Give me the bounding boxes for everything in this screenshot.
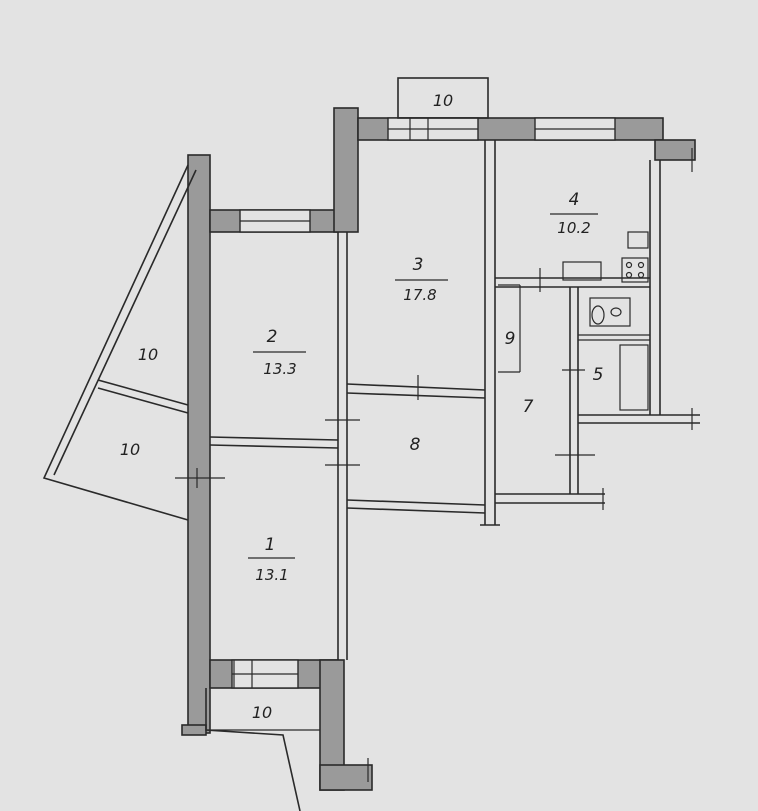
- room-2-area: 13.3: [263, 360, 296, 378]
- balconies: [42, 77, 489, 811]
- balcony-bottom-area: 10: [252, 703, 272, 722]
- room-labels: 2 13.3 3 17.8 4 10.2 1 13.1 8 7 5 9: [248, 190, 603, 584]
- room-4-number: 4: [569, 190, 580, 210]
- balcony-labels: 10 10 10 10: [120, 91, 453, 722]
- room-2-number: 2: [267, 327, 278, 347]
- balcony-left-lower-area: 10: [120, 440, 140, 459]
- balcony-left-upper-area: 10: [138, 345, 158, 364]
- room-1-number: 1: [265, 535, 276, 555]
- door-marks: [175, 118, 693, 782]
- room-8-number: 8: [410, 435, 421, 455]
- windows: [231, 117, 616, 689]
- room-9-number: 9: [505, 329, 516, 349]
- room-3-number: 3: [413, 255, 424, 275]
- room-1-area: 13.1: [255, 566, 288, 584]
- interior-walls: [209, 140, 700, 660]
- room-5-number: 5: [593, 365, 604, 385]
- room-4-area: 10.2: [557, 219, 590, 237]
- room-7-number: 7: [523, 397, 534, 417]
- room-3-area: 17.8: [403, 286, 436, 304]
- balcony-top-area: 10: [433, 91, 453, 110]
